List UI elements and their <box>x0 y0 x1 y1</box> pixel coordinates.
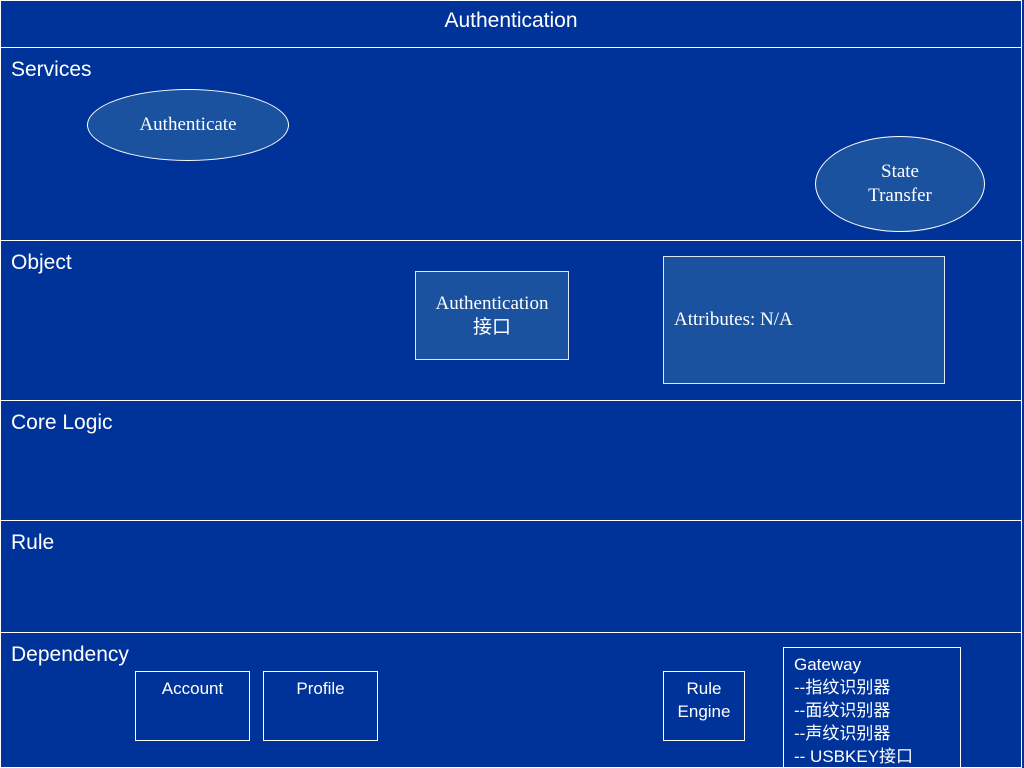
diagram-title: Authentication <box>444 9 578 32</box>
rule-layer: Rule <box>0 520 1022 633</box>
rule-engine-label-line2: Engine <box>677 702 731 721</box>
profile-dependency[interactable]: Profile <box>263 671 378 741</box>
authenticate-service-node[interactable]: Authenticate <box>87 89 289 161</box>
gateway-title: Gateway <box>794 655 862 674</box>
authenticate-service-label: Authenticate <box>139 114 237 135</box>
services-layer-label: Services <box>11 58 92 81</box>
profile-label: Profile <box>296 679 345 698</box>
gateway-item-face: --面纹识别器 <box>794 701 891 720</box>
state-transfer-label-line1: State <box>881 161 919 182</box>
state-transfer-label-line2: Transfer <box>868 185 932 206</box>
attributes-object[interactable]: Attributes: N/A <box>663 256 945 384</box>
title-bar: Authentication <box>0 0 1022 48</box>
rule-engine-dependency[interactable]: Rule Engine <box>663 671 745 741</box>
object-layer-label: Object <box>11 251 72 274</box>
account-label: Account <box>161 679 224 698</box>
attributes-label: Attributes: N/A <box>674 309 793 330</box>
account-dependency[interactable]: Account <box>135 671 250 741</box>
authentication-interface-label-line1: Authentication <box>435 292 549 314</box>
state-transfer-service-node[interactable]: State Transfer <box>815 136 985 232</box>
gateway-dependency[interactable]: Gateway --指纹识别器 --面纹识别器 --声纹识别器 -- USBKE… <box>783 647 961 768</box>
rule-layer-label: Rule <box>11 531 55 554</box>
gateway-item-fingerprint: --指纹识别器 <box>794 678 891 697</box>
gateway-item-usbkey: -- USBKEY接口 <box>794 747 914 766</box>
dependency-layer-label: Dependency <box>11 643 129 666</box>
rule-engine-label-line1: Rule <box>686 679 722 698</box>
core-logic-layer: Core Logic <box>0 400 1022 521</box>
authentication-interface-object[interactable]: Authentication 接口 <box>415 271 569 360</box>
gateway-item-voice: --声纹识别器 <box>794 724 891 743</box>
authentication-interface-label-line2: 接口 <box>472 316 511 338</box>
core-logic-layer-label: Core Logic <box>11 411 113 434</box>
